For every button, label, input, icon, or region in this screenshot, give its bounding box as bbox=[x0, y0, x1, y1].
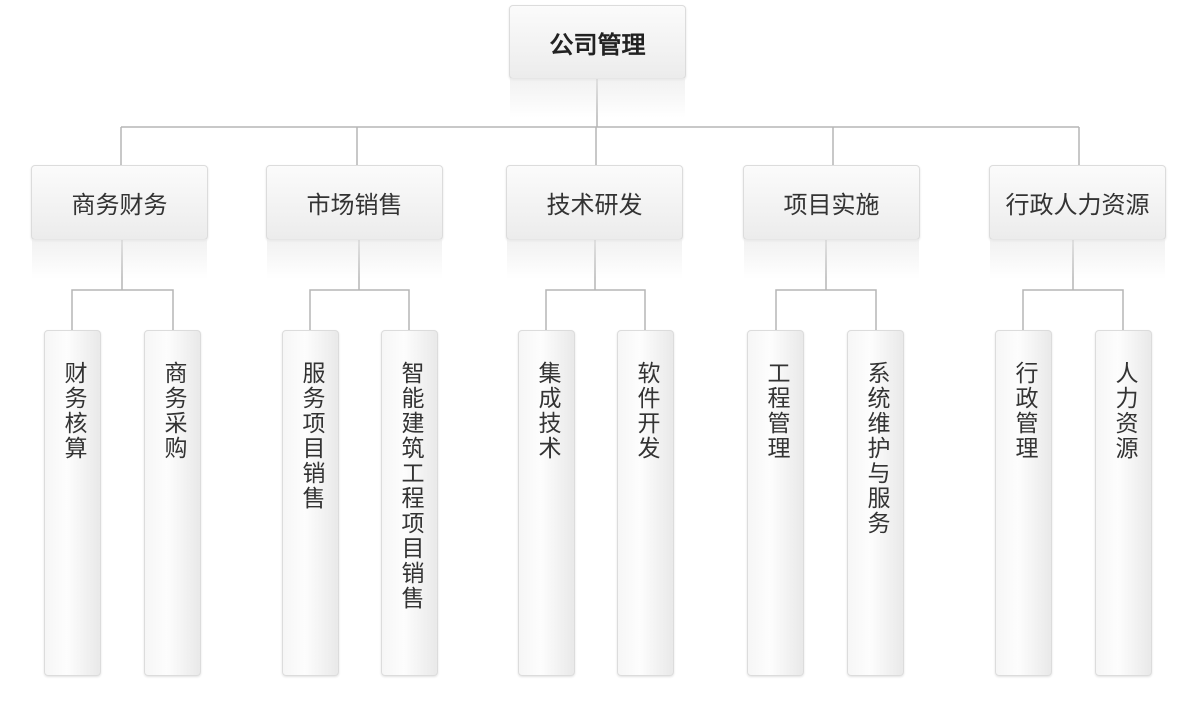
leaf-label: 工程管理 bbox=[763, 361, 789, 461]
dept-label: 项目实施 bbox=[783, 191, 880, 219]
leaf-node: 工程管理 bbox=[747, 330, 804, 676]
leaf-label: 行政管理 bbox=[1011, 361, 1037, 461]
leaf-label: 智能建筑工程项目销售 bbox=[397, 361, 423, 611]
leaf-node: 行政管理 bbox=[995, 330, 1052, 676]
dept-label: 行政人力资源 bbox=[1005, 191, 1150, 219]
dept-node-business-finance: 商务财务 bbox=[31, 165, 208, 279]
leaf-label: 软件开发 bbox=[633, 361, 659, 461]
dept-label: 技术研发 bbox=[546, 191, 643, 219]
leaf-label: 集成技术 bbox=[534, 361, 560, 461]
leaf-node: 集成技术 bbox=[518, 330, 575, 676]
leaf-label: 商务采购 bbox=[160, 361, 186, 461]
leaf-label: 财务核算 bbox=[60, 361, 86, 461]
leaf-node: 系统维护与服务 bbox=[847, 330, 904, 676]
leaf-label: 人力资源 bbox=[1111, 361, 1137, 461]
root-node: 公司管理 bbox=[509, 5, 686, 118]
dept-node-project-implementation: 项目实施 bbox=[743, 165, 920, 279]
leaf-node: 人力资源 bbox=[1095, 330, 1152, 676]
leaf-node: 服务项目销售 bbox=[282, 330, 339, 676]
leaf-label: 服务项目销售 bbox=[298, 361, 324, 511]
leaf-label: 系统维护与服务 bbox=[863, 361, 889, 536]
root-label: 公司管理 bbox=[549, 30, 646, 59]
dept-label: 市场销售 bbox=[306, 191, 403, 219]
dept-node-rnd: 技术研发 bbox=[506, 165, 683, 279]
leaf-node: 软件开发 bbox=[617, 330, 674, 676]
leaf-node: 商务采购 bbox=[144, 330, 201, 676]
leaf-node: 财务核算 bbox=[44, 330, 101, 676]
dept-node-admin-hr: 行政人力资源 bbox=[989, 165, 1166, 279]
leaf-node: 智能建筑工程项目销售 bbox=[381, 330, 438, 676]
dept-label: 商务财务 bbox=[71, 191, 168, 219]
dept-node-marketing-sales: 市场销售 bbox=[266, 165, 443, 279]
